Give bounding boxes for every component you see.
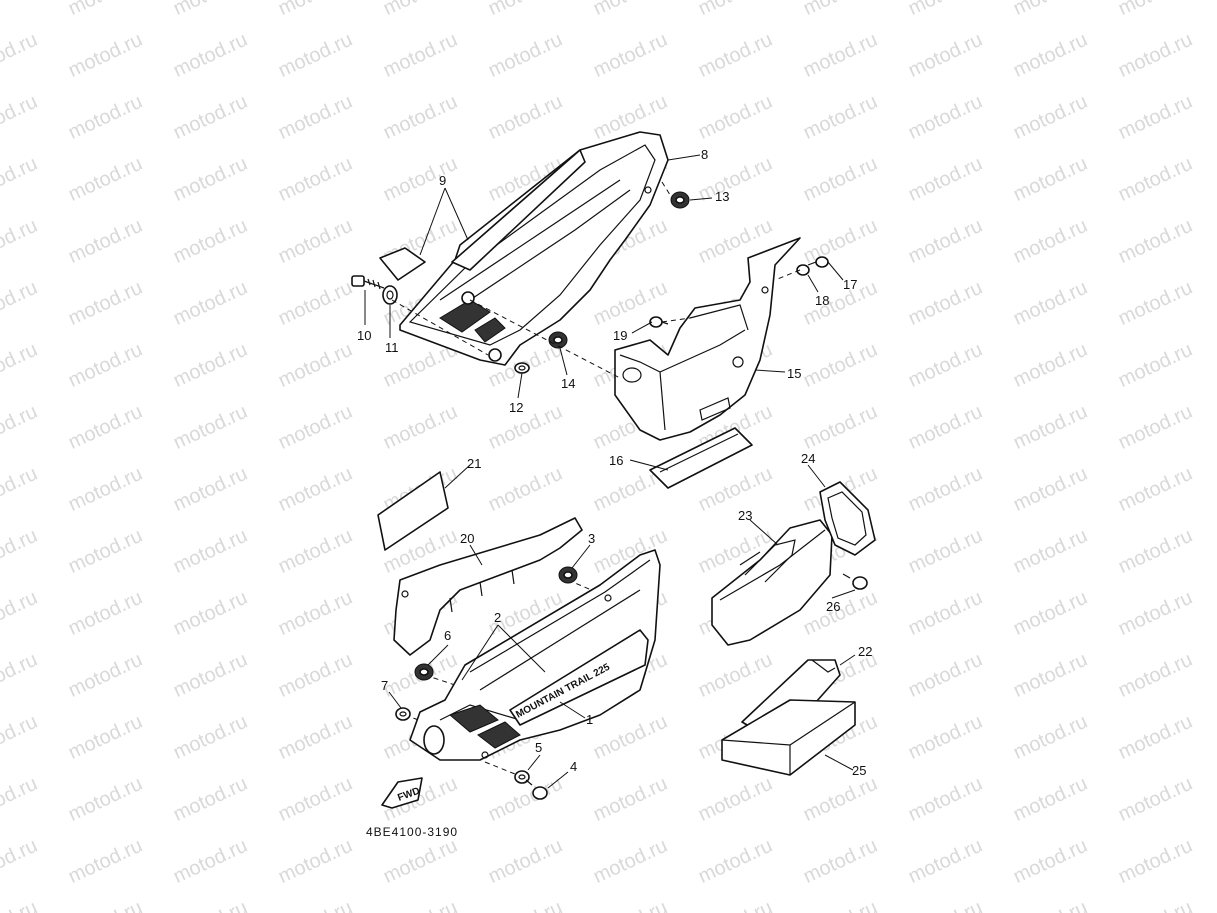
part-code: 4BE4100-3190	[366, 825, 458, 839]
tool-box-15	[614, 237, 801, 441]
callout-18: 18	[815, 293, 829, 308]
pad-16	[649, 427, 753, 489]
band-24	[819, 481, 876, 556]
callout-22: 22	[858, 644, 872, 659]
callout-7: 7	[381, 678, 388, 693]
callout-11: 11	[385, 340, 399, 355]
bolt-26	[842, 573, 868, 590]
case-25	[721, 699, 856, 776]
callout-5: 5	[535, 740, 542, 755]
callout-23: 23	[738, 508, 752, 523]
washer-5	[514, 770, 530, 784]
washer-12	[514, 362, 530, 374]
grommet-14	[548, 331, 568, 349]
callout-20: 20	[460, 531, 474, 546]
grommet-3	[558, 566, 578, 584]
fwd-arrow: FWD	[381, 777, 423, 809]
collar-11	[382, 285, 398, 305]
callout-9: 9	[439, 173, 446, 188]
decal-21	[377, 471, 449, 551]
callout-1: 1	[586, 712, 593, 727]
callout-6: 6	[444, 628, 451, 643]
callout-13: 13	[715, 189, 729, 204]
collar-7	[395, 707, 411, 721]
callout-2: 2	[494, 610, 501, 625]
callout-21: 21	[467, 456, 481, 471]
decal-9	[379, 149, 586, 281]
callouts: 1 2 3 4 5 6 7 8 9 10 11 12 13 14 15 16 1…	[357, 147, 872, 778]
side-cover-upper-8	[399, 131, 669, 366]
callout-15: 15	[787, 366, 801, 381]
bolt-17	[807, 256, 829, 268]
callout-25: 25	[852, 763, 866, 778]
side-cover-lower-1	[409, 549, 661, 761]
callout-19: 19	[613, 328, 627, 343]
bolt-10	[351, 275, 385, 290]
callout-26: 26	[826, 599, 840, 614]
callout-12: 12	[509, 400, 523, 415]
protector-20	[393, 517, 583, 656]
grommet-13	[670, 191, 690, 209]
leader-lines	[364, 154, 856, 789]
tool-bag-23	[711, 519, 833, 646]
callout-4: 4	[570, 759, 577, 774]
callout-10: 10	[357, 328, 371, 343]
callout-24: 24	[801, 451, 815, 466]
callout-3: 3	[588, 531, 595, 546]
callout-14: 14	[561, 376, 575, 391]
bolt-4	[525, 779, 548, 800]
callout-17: 17	[843, 277, 857, 292]
grommet-6	[414, 663, 434, 681]
washer-18	[796, 264, 810, 276]
callout-8: 8	[701, 147, 708, 162]
callout-16: 16	[609, 453, 623, 468]
